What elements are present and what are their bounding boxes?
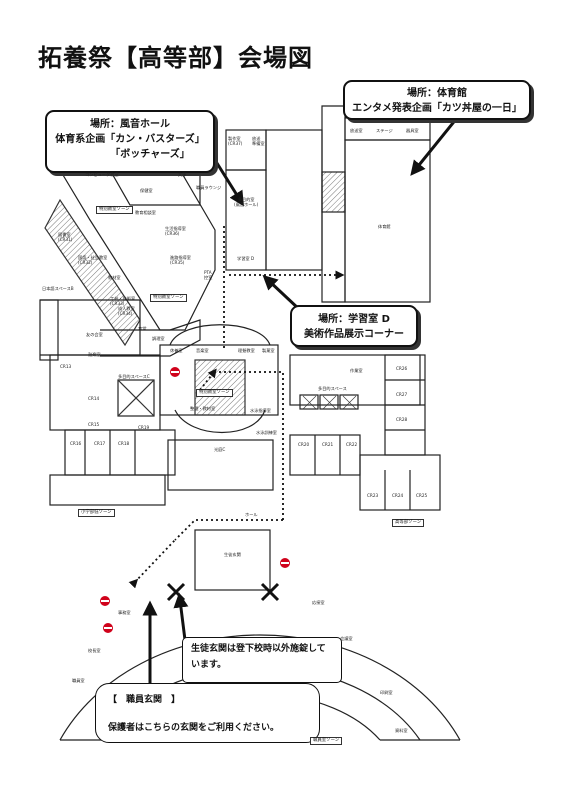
- room-label: 会議室: [340, 636, 353, 641]
- room-label: 音楽室: [196, 348, 209, 353]
- callout-gym-location: 場所：体育館: [407, 88, 467, 99]
- callout-study-location: 場所：学習室 D: [318, 314, 390, 325]
- zone-label: 特別教室ゾーン: [196, 389, 233, 397]
- room-label: 図書室 (CR31): [58, 232, 73, 242]
- callout-hall-line2: 「ボッチャーズ」: [110, 149, 190, 160]
- room-label: 国語・社会教室 (CR32): [78, 255, 108, 265]
- room-label: 事務室: [118, 610, 131, 615]
- room-label: 教材室: [108, 275, 121, 280]
- room-label: 整理・教材室: [190, 406, 216, 411]
- zone-label: 職員室ゾーン: [310, 737, 343, 745]
- room-label: 校長室: [88, 648, 101, 653]
- room-label: 食堂: [138, 326, 147, 331]
- gym-outline: [344, 139, 431, 303]
- callout-study: 場所：学習室 D 美術作品展示コーナー: [290, 305, 418, 347]
- closed-entrance-marks: [166, 582, 280, 602]
- room-label: 教育相談室: [135, 210, 156, 215]
- zone-label: 高等部ゾーン: [392, 519, 425, 527]
- room-label: 製作室 (CR37): [228, 136, 243, 146]
- staff-entrance-box: 【 職員玄関 】 保護者はこちらの玄関をご利用ください。: [95, 683, 320, 743]
- room-label: コンピュータ教室: [85, 172, 119, 177]
- room-label: CR23: [367, 493, 379, 498]
- locked-entrance-notice: 生徒玄関は登下校時以外施錠しています。: [182, 637, 342, 683]
- room-label: CR15: [88, 422, 100, 427]
- room-label: CR24: [392, 493, 404, 498]
- room-label: 印刷室: [380, 690, 393, 695]
- room-label: 日本語スペースB: [42, 286, 74, 291]
- callout-study-line1: 美術作品展示コーナー: [304, 329, 404, 340]
- page-title: 拓養祭【高等部】会場図: [38, 44, 313, 72]
- room-label: 工芸・技術室 (CR33): [110, 296, 136, 306]
- room-label: CR27: [396, 392, 408, 397]
- room-label: 生徒玄関: [224, 552, 241, 557]
- room-label: 休養室: [170, 348, 183, 353]
- callout-hall-location: 場所：風音ホール: [90, 119, 170, 130]
- room-label: 文庫: [178, 172, 187, 177]
- room-label: 体育館: [378, 224, 391, 229]
- room-label: CR17: [94, 441, 106, 446]
- room-label: CR26: [396, 366, 408, 371]
- notice-text: 生徒玄関は登下校時以外施錠しています。: [191, 644, 326, 670]
- room-label: ホール: [245, 512, 258, 517]
- room-label: 放送 準備室: [252, 136, 265, 146]
- room-label: 理髪教室: [238, 348, 255, 353]
- room-label: 多目的スペースC: [118, 374, 150, 379]
- staff-entrance-text: 保護者はこちらの玄関をご利用ください。: [108, 723, 280, 733]
- room-label: 水泳指導室: [250, 408, 271, 413]
- room-label: CR14: [88, 396, 100, 401]
- room-label: CR16: [70, 441, 82, 446]
- zone-label: 特別教室ゾーン: [150, 294, 187, 302]
- room-label: 器具室: [406, 128, 419, 133]
- room-label: 職員ラウンジ: [196, 185, 222, 190]
- room-label: CR18: [118, 441, 130, 446]
- room-label: 作業室: [350, 368, 363, 373]
- room-label: 光庭C: [214, 447, 226, 452]
- room-label: 保健室: [140, 188, 153, 193]
- room-label: 調理室: [152, 336, 165, 341]
- callout-hall-line1: 体育系企画「カン・バスターズ」: [55, 134, 205, 145]
- room-label: CR13: [60, 364, 72, 369]
- no-entry-signs: [100, 367, 290, 633]
- staff-entrance-heading: 【 職員玄関 】: [108, 695, 181, 705]
- room-label: 生活指導室 (CR36): [165, 226, 186, 236]
- room-label: 鼓楽室: [88, 352, 101, 357]
- room-label: 放送室: [350, 128, 363, 133]
- room-label: ステージ: [376, 128, 393, 133]
- room-label: 友の会室: [86, 332, 103, 337]
- zone-label: 小学部低ゾーン: [78, 509, 115, 517]
- room-label: 多目的スペース: [318, 386, 347, 391]
- room-label: CR28: [396, 417, 408, 422]
- room-label: 応接室: [312, 600, 325, 605]
- callout-gym: 場所：体育館 エンタメ発表企画「カツ丼屋の一日」: [343, 80, 531, 120]
- room-label: 成人教室 (CR34): [118, 306, 135, 316]
- callout-hall: 場所：風音ホール 体育系企画「カン・バスターズ」 「ボッチャーズ」: [45, 110, 215, 173]
- room-label: CR25: [416, 493, 428, 498]
- room-label: CR21: [322, 442, 334, 447]
- route-paths: [128, 226, 345, 589]
- room-label: CR19: [138, 425, 150, 430]
- room-label: PTA 控室: [204, 270, 213, 280]
- room-label: 製菓室: [262, 348, 275, 353]
- room-label: 学習室 D: [237, 256, 255, 261]
- callout-gym-line1: エンタメ発表企画「カツ丼屋の一日」: [352, 103, 522, 114]
- room-label: 水泳訓練室: [256, 430, 277, 435]
- room-label: CR20: [298, 442, 310, 447]
- room-label: 進路指導室 (CR35): [170, 255, 191, 265]
- room-label: 資料室: [395, 728, 408, 733]
- room-label: CR22: [346, 442, 358, 447]
- zone-label: 特別教室ゾーン: [96, 206, 133, 214]
- room-label: 多目的室 (風音ホール): [234, 197, 259, 207]
- room-label: 職員室: [72, 678, 85, 683]
